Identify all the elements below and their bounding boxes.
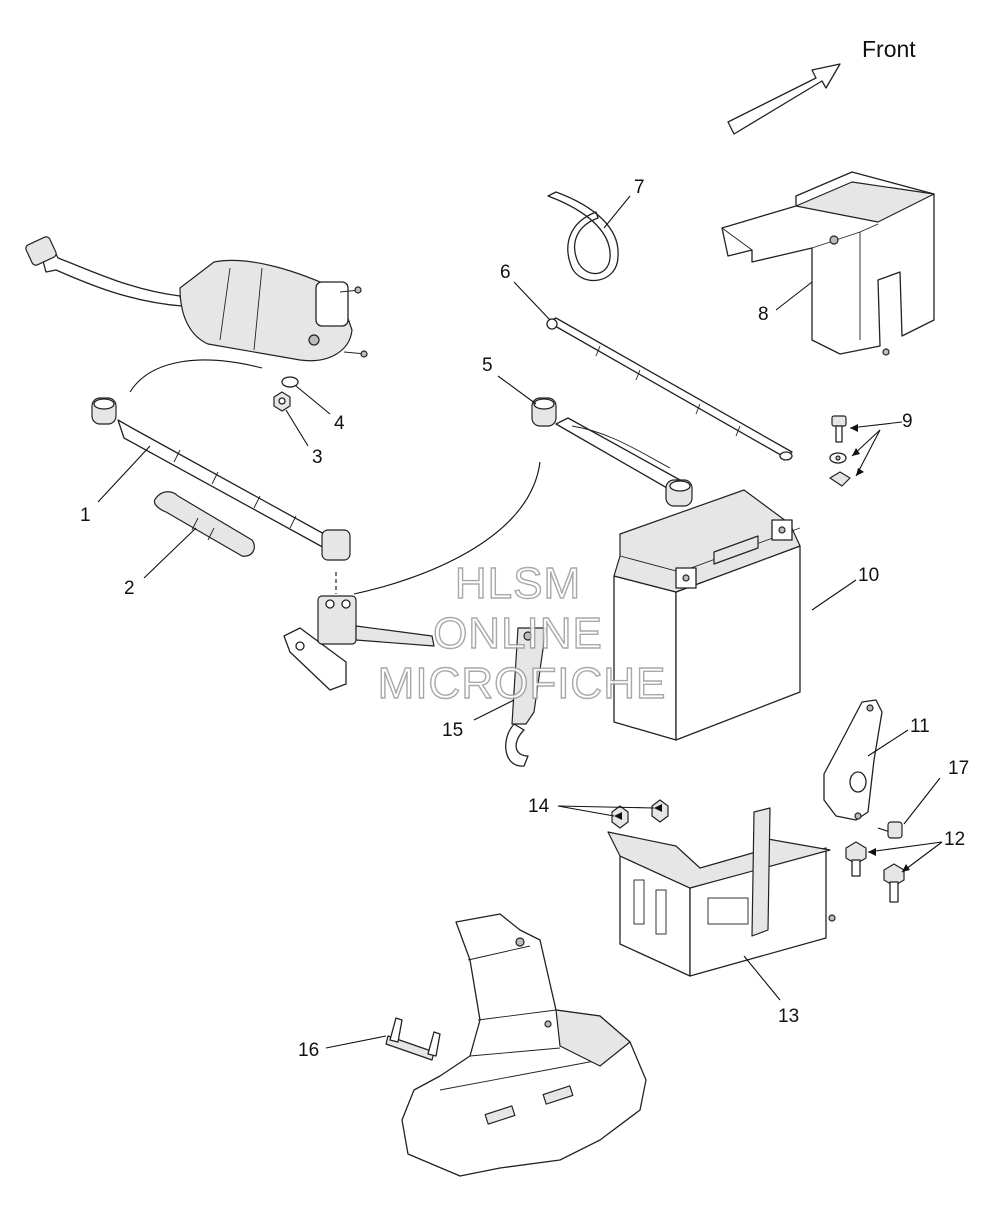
callout-17: 17 <box>948 758 969 779</box>
cable-routing-line <box>129 359 263 393</box>
arrowheads <box>614 424 910 872</box>
bolt-part <box>877 821 903 839</box>
battery-box <box>607 807 836 977</box>
washer-part <box>281 376 299 388</box>
watermark-line-1: HLSM <box>455 559 581 608</box>
heat-shield <box>721 171 935 356</box>
callout-10: 10 <box>858 565 879 586</box>
nut-part <box>273 391 291 412</box>
cable-tie <box>547 191 619 282</box>
battery-negative-cable <box>531 397 693 507</box>
cable-routing-line-2 <box>353 461 541 595</box>
starter-solenoid <box>283 572 435 691</box>
callout-15: 15 <box>442 720 463 741</box>
callout-6: 6 <box>500 262 511 283</box>
battery <box>613 489 801 741</box>
cable-boot <box>153 491 255 557</box>
callout-11: 11 <box>910 716 930 737</box>
clip-part <box>385 1017 441 1061</box>
watermark-line-3: MICROFICHE <box>378 659 667 708</box>
callout-4: 4 <box>334 413 345 434</box>
callout-1: 1 <box>80 505 91 526</box>
callout-numbers: 1 2 3 4 5 6 7 8 9 10 11 12 13 14 15 16 1… <box>80 177 969 1061</box>
watermark-line-2: ONLINE <box>433 609 603 658</box>
callout-5: 5 <box>482 355 493 376</box>
callout-12: 12 <box>944 829 965 850</box>
front-label: Front <box>862 36 916 62</box>
callout-9: 9 <box>902 411 913 432</box>
callout-13: 13 <box>778 1006 799 1027</box>
callout-14: 14 <box>528 796 550 817</box>
leader-lines <box>97 195 943 1049</box>
callout-3: 3 <box>312 447 323 468</box>
callout-16: 16 <box>298 1040 319 1061</box>
battery-strap <box>505 627 547 767</box>
bolts-pair <box>845 841 905 903</box>
front-arrow-icon <box>727 63 841 135</box>
callout-7: 7 <box>634 177 645 198</box>
starter-cable <box>91 397 351 561</box>
bolt-washer-nut-set <box>829 415 851 487</box>
skid-plate <box>401 913 647 1177</box>
starter-motor <box>25 236 368 362</box>
callout-8: 8 <box>758 304 769 325</box>
callout-2: 2 <box>124 578 135 599</box>
watermark: HLSM ONLINE MICROFICHE <box>377 558 667 708</box>
mounting-bracket <box>823 699 883 821</box>
battery-positive-cable <box>546 317 793 461</box>
